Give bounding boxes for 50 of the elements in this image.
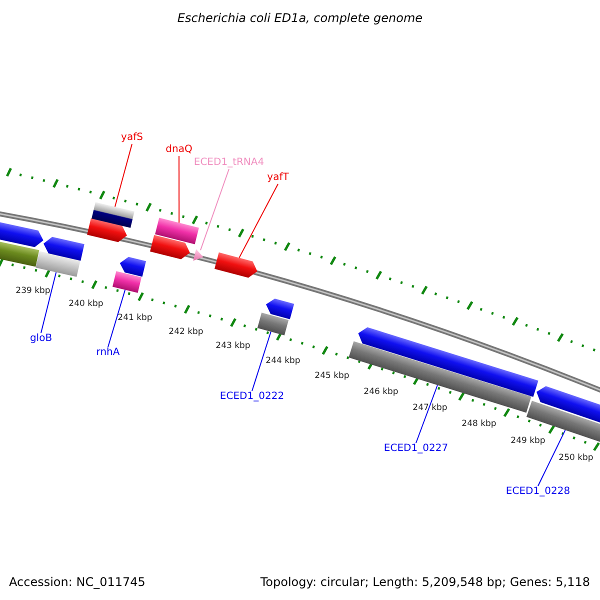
gene-feature xyxy=(150,235,190,260)
scale-label: 246 kbp xyxy=(364,388,398,396)
scale-label: 249 kbp xyxy=(510,436,546,446)
leader-line xyxy=(416,384,438,444)
gene-feature xyxy=(358,327,538,397)
leader-line xyxy=(114,144,132,208)
trna-marker xyxy=(193,249,204,261)
gene-feature xyxy=(92,202,134,228)
gene-feature xyxy=(257,312,289,336)
gene-feature xyxy=(155,218,199,244)
scale-label: 243 kbp xyxy=(216,342,250,350)
gene-label: gloB xyxy=(30,334,52,344)
gene-feature xyxy=(266,298,294,320)
scale-label: 241 kbp xyxy=(118,314,152,322)
gene-label: ECED1_0228 xyxy=(506,487,570,497)
scale-label: 244 kbp xyxy=(266,356,300,366)
gene-label: rnhA xyxy=(96,348,120,358)
gene-feature xyxy=(44,236,84,261)
gene-feature xyxy=(0,239,40,267)
scale-label: 250 kbp xyxy=(558,454,594,462)
gene-feature xyxy=(526,400,600,444)
leader-line xyxy=(40,272,57,334)
leader-line xyxy=(178,156,180,224)
gene-feature xyxy=(536,386,600,424)
scale-label: 240 kbp xyxy=(68,300,104,308)
scale-label: 247 kbp xyxy=(412,404,448,412)
scale-label: 245 kbp xyxy=(314,372,350,380)
leader-line xyxy=(238,184,278,258)
gene-feature xyxy=(112,271,142,293)
gene-label: ECED1_0222 xyxy=(220,392,284,402)
leader-line xyxy=(252,331,272,392)
scale-label: 239 kbp xyxy=(16,286,50,296)
gene-feature xyxy=(87,218,127,242)
leader-line xyxy=(108,289,126,348)
title: Escherichia coli ED1a, complete genome xyxy=(177,12,423,24)
gene-label: yafS xyxy=(121,133,143,143)
gene-label: ECED1_0227 xyxy=(384,444,448,454)
gene-label: yafT xyxy=(267,173,289,183)
genome-info-text: Topology: circular; Length: 5,209,548 bp; Genes: 5,118 xyxy=(260,576,590,588)
scale-label: 248 kbp xyxy=(462,420,496,428)
leader-line xyxy=(200,168,230,251)
gene-label: dnaQ xyxy=(166,145,192,155)
gene-feature xyxy=(348,341,532,413)
leader-line xyxy=(538,430,566,486)
gene-feature xyxy=(120,256,146,277)
scale-label: 242 kbp xyxy=(168,328,204,336)
gene-label: ECED1_tRNA4 xyxy=(194,158,264,168)
gene-feature xyxy=(214,252,258,278)
accession-text: Accession: NC_011745 xyxy=(9,576,146,588)
gene-feature xyxy=(36,251,80,277)
